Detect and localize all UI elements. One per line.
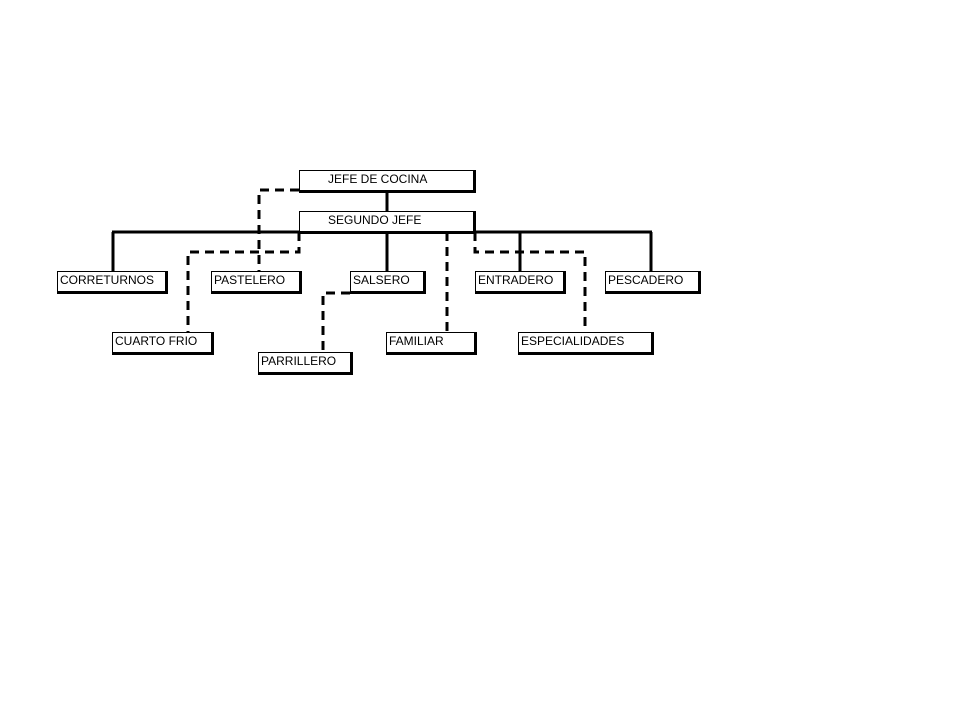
node-especialidades: ESPECIALIDADES bbox=[518, 332, 654, 355]
node-cuarto-frio: CUARTO FRIO bbox=[112, 332, 214, 355]
dashed-segundo-to-cuarto-frio bbox=[186, 232, 301, 332]
node-jefe-de-cocina: JEFE DE COCINA bbox=[299, 170, 476, 193]
node-parrillero: PARRILLERO bbox=[258, 352, 353, 375]
node-segundo-jefe: SEGUNDO JEFE bbox=[299, 211, 476, 234]
node-entradero: ENTRADERO bbox=[475, 271, 566, 294]
node-familiar: FAMILIAR bbox=[386, 332, 477, 355]
node-pescadero: PESCADERO bbox=[605, 271, 701, 294]
node-pastelero: PASTELERO bbox=[211, 271, 302, 294]
dashed-segundo-to-especialidades bbox=[473, 232, 587, 332]
dashed-salsero-to-parrillero bbox=[321, 291, 350, 353]
dashed-jefe-to-pastelero bbox=[257, 188, 299, 271]
node-correturnos: CORRETURNOS bbox=[57, 271, 168, 294]
node-salsero: SALSERO bbox=[350, 271, 426, 294]
